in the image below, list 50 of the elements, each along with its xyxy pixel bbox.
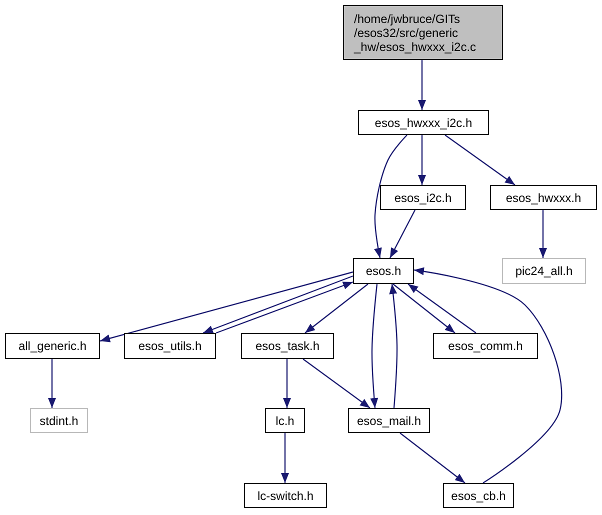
header-file-box (502, 258, 586, 284)
file-name: pic24_all.h (515, 264, 573, 278)
header-file-box (380, 185, 466, 210)
header-file-box (241, 333, 334, 359)
arrow (418, 135, 426, 185)
arrow (444, 134, 516, 186)
file-name: stdint.h (40, 414, 78, 428)
header-file-box (5, 333, 100, 359)
header-file-box (353, 258, 414, 284)
header-file-box (244, 483, 327, 508)
header-file-box (348, 408, 430, 433)
file-name: esos_task.h (255, 339, 320, 353)
arrow (400, 432, 466, 484)
file-name: esos_i2c.h (394, 190, 452, 204)
arrow (370, 284, 378, 408)
arrow (304, 284, 368, 334)
file-name: esos_hwxxx.h (506, 190, 582, 204)
header-file-box (358, 110, 489, 135)
arrow (48, 359, 56, 408)
header-file-box (265, 408, 305, 433)
file-name: /home/jwbruce/GITs /esos32/src/generic _hw/esos_hwxxx_i2c.c (354, 12, 474, 54)
header-file-box (124, 333, 216, 359)
arrow (281, 433, 289, 483)
file-name: esos_hwxxx_i2c.h (374, 116, 472, 130)
arrow (392, 284, 456, 334)
file-name: esos_utils.h (138, 339, 202, 353)
header-file-box (30, 408, 88, 433)
header-file-box (490, 185, 597, 210)
file-box (343, 5, 503, 60)
arrow (374, 134, 408, 258)
arrow (283, 359, 291, 408)
arrow (418, 60, 426, 110)
file-name: lc-switch.h (257, 488, 314, 502)
header-file-box (443, 483, 514, 508)
arrow (202, 275, 354, 334)
file-name: all_generic.h (18, 339, 87, 353)
arrow (389, 284, 398, 408)
arrow (216, 281, 354, 334)
file-name: esos_cb.h (451, 488, 506, 502)
arrow (302, 358, 370, 408)
arrow (389, 210, 416, 258)
arrow (539, 210, 547, 258)
file-name: esos.h (366, 264, 402, 278)
file-name: esos_mail.h (356, 414, 422, 428)
arrow (414, 267, 562, 484)
file-name: lc.h (276, 414, 294, 428)
arrow (408, 284, 476, 334)
file-name: esos_comm.h (448, 339, 523, 353)
arrow (100, 271, 354, 342)
header-file-box (433, 333, 538, 359)
